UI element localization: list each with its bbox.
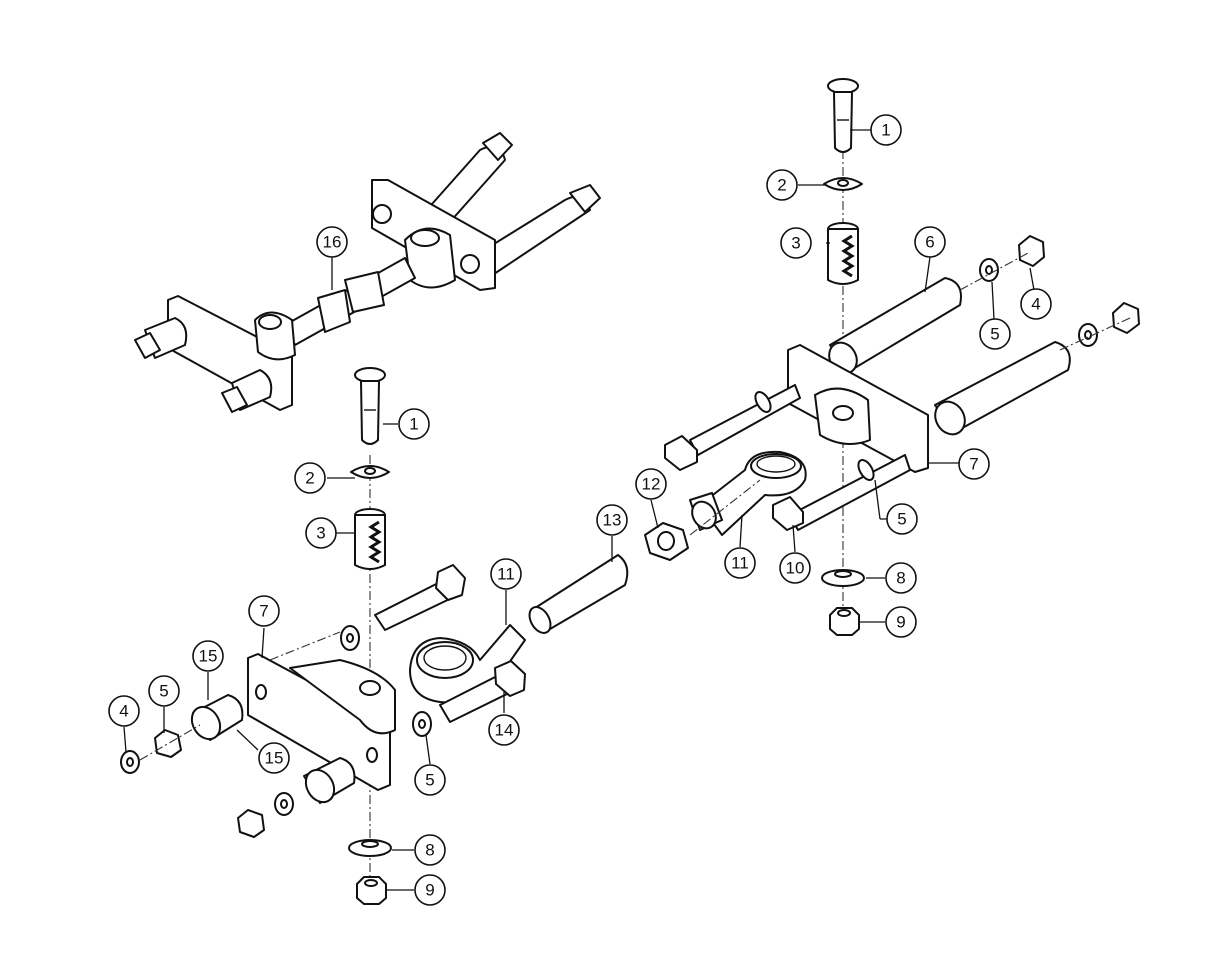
callout-part-9: 9 (414, 874, 446, 906)
callout-part-5: 5 (979, 318, 1011, 350)
callout-part-13: 13 (596, 504, 628, 536)
washer-part-2-left (350, 465, 390, 479)
callout-part-8: 8 (885, 562, 917, 594)
callout-part-1: 1 (870, 114, 902, 146)
svg-text:10: 10 (786, 559, 805, 578)
callout-part-16: 16 (316, 226, 348, 258)
svg-text:4: 4 (1031, 295, 1040, 314)
svg-text:8: 8 (425, 841, 434, 860)
callout-part-5: 5 (886, 503, 918, 535)
pin-part-1-left (354, 367, 386, 445)
callout-part-10: 10 (779, 552, 811, 584)
svg-text:11: 11 (731, 554, 749, 573)
svg-text:8: 8 (896, 569, 905, 588)
bolts-left (374, 564, 526, 723)
hardware-right-top (959, 235, 1140, 351)
callout-part-9: 9 (885, 606, 917, 638)
svg-text:9: 9 (896, 613, 905, 632)
svg-text:11: 11 (497, 565, 515, 584)
left-exploded-assembly (120, 367, 526, 905)
svg-text:16: 16 (323, 233, 342, 252)
bracket-part-7-left (247, 653, 396, 791)
callout-part-3: 3 (780, 227, 812, 259)
callout-part-4: 4 (108, 695, 140, 727)
svg-text:3: 3 (791, 234, 800, 253)
svg-text:2: 2 (777, 176, 786, 195)
washer-nut-part-8-9-right (821, 569, 865, 636)
bushing-part-3-left (354, 508, 386, 570)
svg-text:5: 5 (159, 682, 168, 701)
bolts-right (664, 384, 911, 531)
callout-part-12: 12 (635, 468, 667, 500)
svg-text:15: 15 (265, 749, 284, 768)
callout-part-5: 5 (414, 764, 446, 796)
washer-part-2-right (823, 177, 863, 191)
hardware-left (120, 625, 432, 838)
svg-text:1: 1 (409, 415, 418, 434)
right-exploded-assembly (528, 78, 1140, 636)
pin-part-1-right (827, 78, 859, 153)
svg-text:14: 14 (495, 721, 514, 740)
svg-text:7: 7 (969, 455, 978, 474)
stud-part-13 (528, 554, 629, 634)
leader-lines (123, 129, 1035, 891)
svg-text:1: 1 (881, 121, 890, 140)
svg-text:5: 5 (425, 771, 434, 790)
callout-part-11: 11 (724, 547, 756, 579)
svg-text:2: 2 (305, 469, 314, 488)
svg-text:9: 9 (425, 881, 434, 900)
svg-text:3: 3 (316, 524, 325, 543)
callout-part-4: 4 (1020, 288, 1052, 320)
callout-part-7: 7 (248, 595, 280, 627)
bracket-part-7-right (787, 344, 929, 473)
bushing-part-3-right (827, 222, 859, 285)
cylinder-part-6 (828, 277, 1071, 436)
svg-text:13: 13 (603, 511, 622, 530)
washer-nut-part-8-9-left (348, 839, 392, 905)
svg-text:15: 15 (199, 647, 218, 666)
callout-part-8: 8 (414, 834, 446, 866)
svg-text:4: 4 (119, 702, 128, 721)
callout-part-15: 15 (258, 742, 290, 774)
assembled-linkage-view (134, 132, 601, 413)
callout-part-14: 14 (488, 714, 520, 746)
callout-labels: 1 2 3 4 5 5 6 7 8 9 10 11 12 13 16 1 2 3… (108, 114, 1052, 906)
nut-part-12 (644, 522, 689, 561)
callout-part-5: 5 (148, 675, 180, 707)
callout-part-3: 3 (305, 517, 337, 549)
rod-end-part-11-right (689, 450, 807, 536)
svg-text:5: 5 (990, 325, 999, 344)
svg-text:6: 6 (925, 233, 934, 252)
callout-part-2: 2 (294, 462, 326, 494)
svg-text:12: 12 (642, 475, 661, 494)
svg-text:5: 5 (897, 510, 906, 529)
callout-part-11: 11 (490, 558, 522, 590)
callout-part-15: 15 (192, 640, 224, 672)
callout-part-6: 6 (914, 226, 946, 258)
svg-text:7: 7 (259, 602, 268, 621)
rod-end-part-11-left (409, 624, 526, 704)
callout-part-2: 2 (766, 169, 798, 201)
callout-part-1: 1 (398, 408, 430, 440)
callout-part-7: 7 (958, 448, 990, 480)
